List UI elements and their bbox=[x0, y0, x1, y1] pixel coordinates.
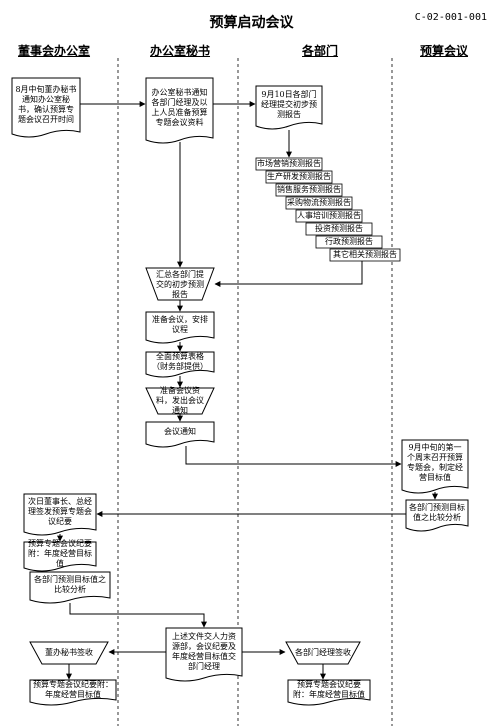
report-sales-service: 销售服务预测报告 bbox=[277, 185, 341, 194]
lane-office-secretary: 办公室秘书 bbox=[150, 44, 211, 58]
shape-n3 bbox=[255, 85, 323, 130]
node-n13: 各部门预测目标值之比较分析 bbox=[34, 575, 106, 594]
shape-n18 bbox=[287, 679, 371, 706]
shape-n13 bbox=[29, 571, 111, 604]
node-n2: 办公室秘书通知各部门经理及以上人员准备预算专题会议资料 bbox=[151, 88, 208, 127]
node-n1: 8月中旬董办秘书通知办公室秘书，确认预算专题会议召开时间 bbox=[15, 85, 77, 124]
node-n12: 预算专题会议纪要附：年度经营目标值 bbox=[28, 539, 92, 568]
node-n6: 全面预算表格（财务部提供） bbox=[152, 352, 208, 371]
document-code: C-02-001-001 bbox=[414, 12, 487, 23]
node-n17: 预算专题会议纪要附：年度经营目标值 bbox=[33, 680, 113, 699]
node-n3: 9月10日各部门经理提交初步预测报告 bbox=[261, 90, 317, 119]
node-n10: 各部门预测目标值之比较分析 bbox=[409, 503, 465, 522]
node-n15: 董办秘书签收 bbox=[45, 648, 93, 657]
node-n4: 汇总各部门提交的初步预测报告 bbox=[156, 269, 204, 299]
report-investment: 投资预测报告 bbox=[315, 224, 363, 233]
lane-board-office: 董事会办公室 bbox=[18, 44, 91, 58]
report-production-rnd: 生产研发预测报告 bbox=[267, 172, 331, 181]
shape-n6 bbox=[145, 351, 215, 378]
shape-n1 bbox=[11, 77, 81, 138]
shape-n14 bbox=[165, 627, 243, 682]
node-n16: 各部门经理签收 bbox=[295, 648, 351, 657]
shape-n12 bbox=[23, 541, 97, 572]
shape-n10 bbox=[405, 499, 469, 532]
page-title: 预算启动会议 bbox=[209, 15, 294, 31]
report-stack bbox=[255, 157, 401, 262]
report-hr-training: 人事培训预测报告 bbox=[297, 211, 361, 220]
node-n7: 准备会议资料，发出会议通知 bbox=[156, 386, 204, 415]
node-n18: 预算专题会议纪要附：年度经营目标值 bbox=[293, 680, 365, 699]
shape-n8 bbox=[145, 421, 215, 448]
shape-n15 bbox=[29, 641, 109, 665]
report-procurement-logistics: 采购物流预测报告 bbox=[287, 198, 351, 207]
shape-n11 bbox=[23, 493, 97, 536]
shape-n16 bbox=[285, 641, 361, 665]
node-n5: 准备会议，安排议程 bbox=[152, 315, 208, 334]
shape-n5 bbox=[145, 311, 215, 344]
lane-budget-meeting: 预算会议 bbox=[420, 44, 469, 58]
node-n14: 上述文件交人力资源部，会议纪要及年度经营目标值交部门经理 bbox=[172, 632, 236, 671]
node-n11: 次日董事长、总经理签发预算专题会议纪要 bbox=[28, 497, 92, 526]
report-other: 其它相关预测报告 bbox=[333, 250, 397, 259]
report-administration: 行政预测报告 bbox=[325, 237, 373, 246]
node-n9: 9月中旬的第一个周末召开预算专题会，制定经营目标值 bbox=[407, 443, 463, 482]
shape-n7 bbox=[145, 387, 215, 415]
shape-n2 bbox=[145, 77, 214, 144]
lane-departments: 各部门 bbox=[302, 44, 339, 58]
shape-n4 bbox=[145, 267, 215, 301]
shape-n9 bbox=[401, 439, 469, 494]
node-n8: 会议通知 bbox=[164, 427, 196, 436]
shape-n17 bbox=[29, 679, 117, 706]
report-marketing: 市场营销预测报告 bbox=[257, 159, 321, 168]
